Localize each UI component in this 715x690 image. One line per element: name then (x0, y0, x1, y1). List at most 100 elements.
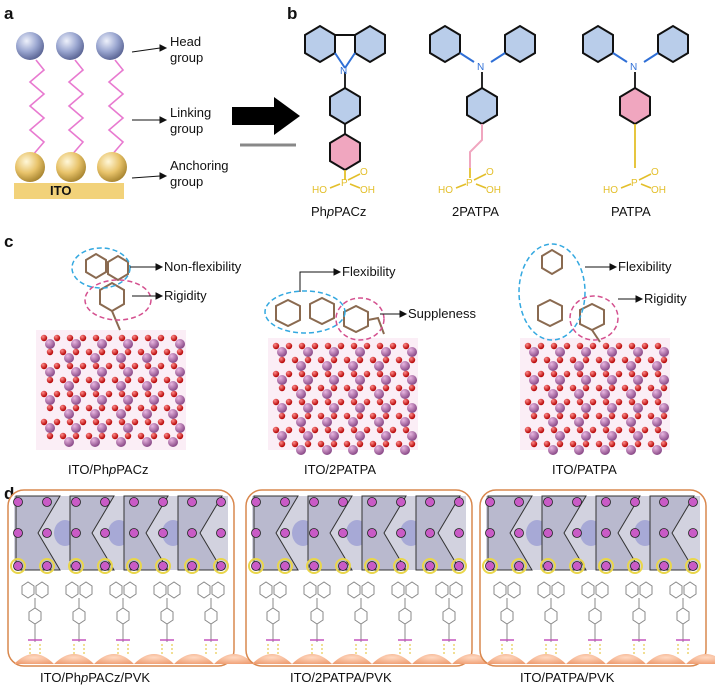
hole-transport-molecule (65, 581, 93, 654)
oxygen-atom (157, 334, 165, 342)
oxygen-atom (376, 398, 384, 406)
lead-node (543, 497, 553, 507)
indium-atom (123, 339, 133, 349)
oxygen-atom (363, 342, 371, 350)
oxygen-atom (124, 404, 132, 412)
oxygen-atom (150, 376, 158, 384)
molecule-name-2patpa: 2PATPA (452, 204, 499, 219)
lead-node (309, 528, 319, 538)
lead-node (187, 561, 197, 571)
oxygen-atom (317, 440, 325, 448)
ito-surface-bump (174, 654, 214, 664)
caption-ito-phppacz-pvk: ITO/PhpPACz/PVK (40, 670, 151, 685)
oxygen-atom (589, 370, 597, 378)
oxygen-atom (337, 370, 345, 378)
ito-surface-bump (214, 654, 254, 664)
oxygen-atom (615, 398, 623, 406)
lead-node (338, 528, 348, 538)
lead-node (216, 497, 226, 507)
oxygen-atom (647, 412, 655, 420)
lead-node (396, 497, 406, 507)
oxygen-atom (589, 342, 597, 350)
interaction-ring (39, 558, 55, 574)
oxygen-atom (118, 334, 126, 342)
oxygen-atom (634, 356, 642, 364)
oxygen-atom (576, 426, 584, 434)
indium-atom (381, 347, 391, 357)
oxygen-atom (66, 334, 74, 342)
indium-atom (374, 417, 384, 427)
atom-oh-label: OH (651, 185, 666, 196)
oxygen-atom (79, 390, 87, 398)
lead-node (630, 528, 640, 538)
oxygen-atom (602, 398, 610, 406)
oxygen-atom (124, 432, 132, 440)
indium-atom (659, 403, 669, 413)
oxygen-atom (641, 370, 649, 378)
slab-atoms (40, 334, 669, 455)
oxygen-atom (157, 418, 165, 426)
oxygen-atom (79, 334, 87, 342)
indium-atom (652, 361, 662, 371)
oxygen-atom (170, 362, 178, 370)
lead-node (659, 528, 669, 538)
lead-node (100, 528, 110, 538)
oxygen-atom (369, 384, 377, 392)
indium-atom (123, 395, 133, 405)
oxygen-atom (563, 342, 571, 350)
oxygen-atom (53, 390, 61, 398)
oxygen-atom (550, 370, 558, 378)
pbi-octahedron (487, 495, 533, 571)
indium-atom (123, 423, 133, 433)
indium-atom (149, 395, 159, 405)
lead-node (688, 561, 698, 571)
ito-slab-phppacz (36, 330, 186, 450)
oxygen-atom (304, 384, 312, 392)
interaction-ring (155, 558, 171, 574)
oxygen-atom (137, 348, 145, 356)
oxygen-atom (311, 342, 319, 350)
indium-atom (600, 417, 610, 427)
oxygen-atom (395, 440, 403, 448)
oxygen-atom (524, 342, 532, 350)
oxygen-atom (641, 398, 649, 406)
oxygen-atom (524, 370, 532, 378)
transition-arrow (232, 97, 300, 135)
oxygen-atom (621, 356, 629, 364)
oxygen-atom (53, 362, 61, 370)
oxygen-atom (389, 398, 397, 406)
oxygen-atom (537, 342, 545, 350)
indium-atom (296, 417, 306, 427)
indium-atom (175, 423, 185, 433)
linking-chains (28, 59, 125, 157)
hole-transport-molecule (537, 581, 565, 654)
lead-node (659, 561, 669, 571)
anchor-sphere (97, 152, 127, 182)
indium-atom (303, 347, 313, 357)
indium-atom (277, 431, 287, 441)
oxygen-atom (369, 356, 377, 364)
indium-atom (600, 445, 610, 455)
indium-atom (355, 431, 365, 441)
lead-node (187, 528, 197, 538)
caption-ito-2patpa-pvk: ITO/2PATPA/PVK (290, 670, 392, 685)
annotation-rigidity: Rigidity (644, 291, 687, 306)
oxygen-atom (157, 390, 165, 398)
oxygen-atom (92, 362, 100, 370)
indium-atom (600, 361, 610, 371)
oxygen-atom (595, 384, 603, 392)
pbi-octahedron (595, 495, 641, 571)
oxygen-atom (576, 370, 584, 378)
oxygen-atom (40, 390, 48, 398)
annotation-rigidity: Rigidity (164, 288, 207, 303)
oxygen-atom (363, 370, 371, 378)
oxygen-atom (621, 412, 629, 420)
lead-node (309, 561, 319, 571)
oxygen-atom (304, 440, 312, 448)
indium-atom (355, 375, 365, 385)
oxygen-atom (150, 432, 158, 440)
oxygen-atom (589, 426, 597, 434)
lead-node (158, 528, 168, 538)
lead-node (630, 497, 640, 507)
indium-atom (64, 353, 74, 363)
